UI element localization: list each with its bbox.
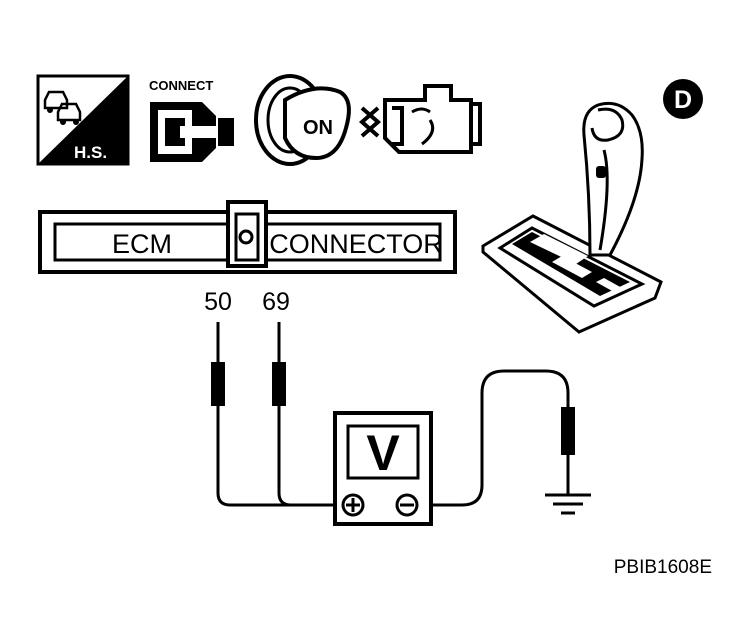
terminal-69-label: 69 <box>262 288 290 316</box>
probe-50 <box>211 362 225 406</box>
probe-wires <box>216 322 570 507</box>
connect-icon: CONNECT <box>149 78 234 162</box>
probe-69 <box>272 362 286 406</box>
figure-code: PBIB1608E <box>614 557 712 578</box>
hs-label: H.S. <box>74 143 107 162</box>
terminal-50-label: 50 <box>204 288 232 316</box>
ecm-connector: ECM CONNECTOR <box>38 200 457 274</box>
connect-label: CONNECT <box>149 78 213 93</box>
shift-position-label: D <box>674 86 692 114</box>
scan-tool-icon: H.S. <box>36 74 130 166</box>
shift-lever-icon: D <box>481 79 703 334</box>
ecm-label: ECM <box>112 229 172 259</box>
voltmeter-label: V <box>366 425 400 481</box>
ignition-on-label: ON <box>303 117 333 139</box>
ignition-key-icon: ON <box>254 74 351 166</box>
ground-icon <box>545 493 591 515</box>
connector-label: CONNECTOR <box>269 229 443 259</box>
ground-probe <box>561 407 575 455</box>
engine-icon <box>358 84 482 154</box>
voltmeter: V <box>333 411 433 526</box>
